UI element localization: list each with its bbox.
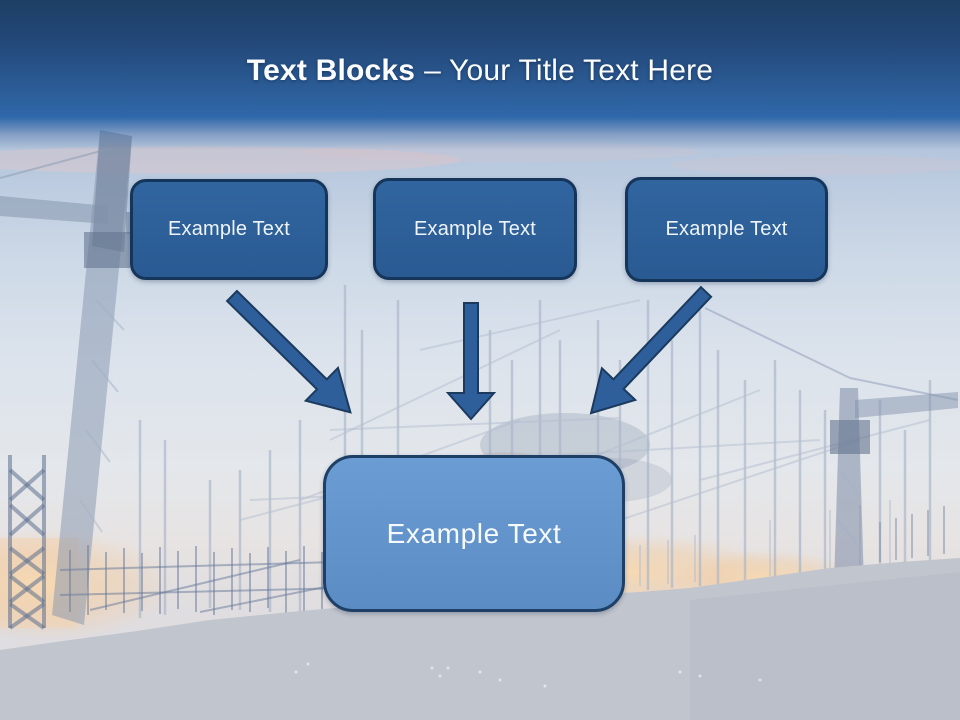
result-block[interactable]: Example Text (323, 455, 625, 612)
text-block-3-label: Example Text (665, 218, 788, 240)
construction-silhouette (0, 506, 960, 720)
site-lights (294, 662, 762, 688)
result-block-label: Example Text (386, 517, 562, 549)
title-bar: Text Blocks– Your Title Text Here (0, 0, 960, 150)
crane-right-icon (704, 307, 959, 585)
text-block-2[interactable]: Example Text (373, 178, 577, 280)
text-block-2-label: Example Text (413, 217, 537, 240)
text-block-1[interactable]: Example Text (130, 179, 328, 280)
page-title-subtitle: – Your Title Text Here (424, 54, 714, 87)
text-block-3[interactable]: Example Text (625, 177, 828, 282)
arrow-down-icon[interactable] (445, 302, 497, 421)
page-title: Text Blocks– Your Title Text Here (247, 54, 713, 87)
arrow-down-left-icon[interactable] (574, 276, 722, 429)
text-block-1-label: Example Text (167, 218, 291, 240)
arrow-down-right-icon[interactable] (216, 280, 367, 429)
page-title-emphasis: Text Blocks (246, 54, 416, 87)
crane-truss-left-edge (8, 455, 46, 630)
